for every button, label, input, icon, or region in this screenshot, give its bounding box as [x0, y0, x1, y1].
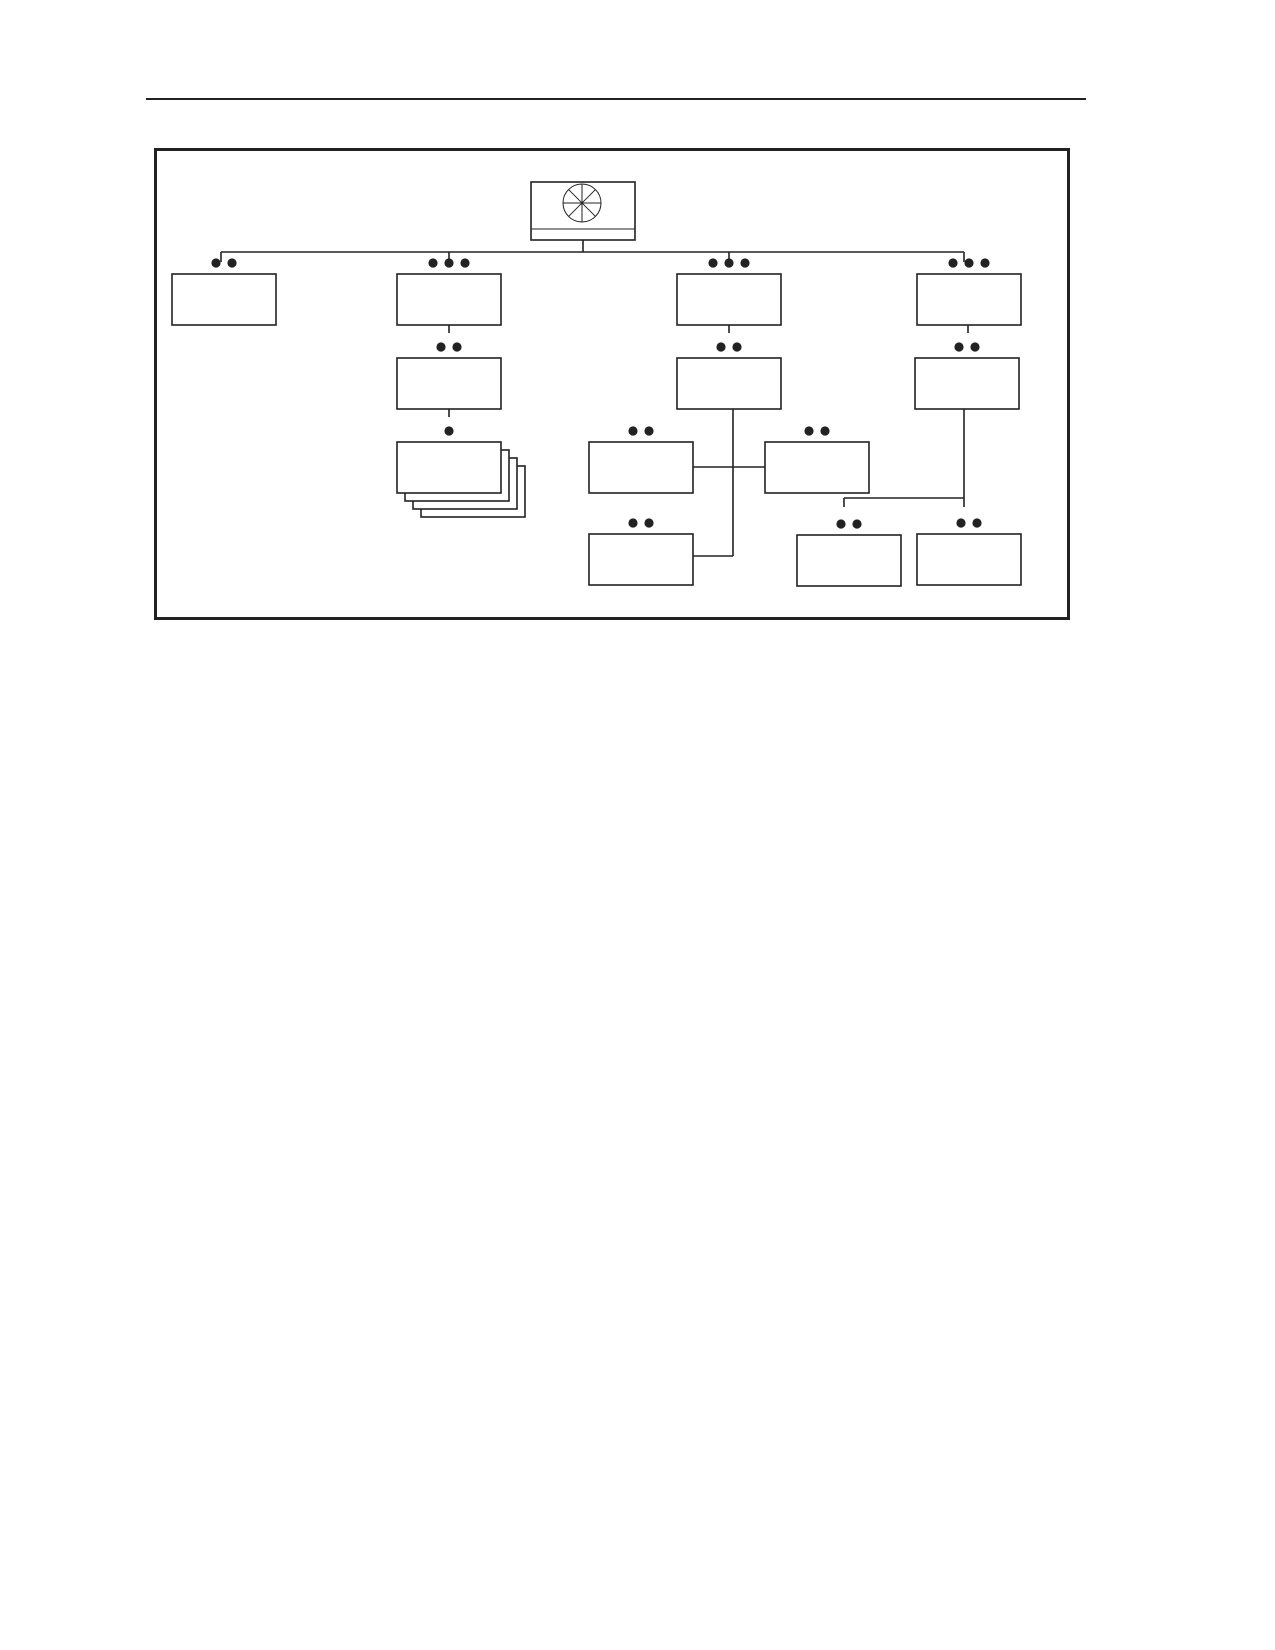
rank-dot [436, 342, 446, 352]
rank-dot [628, 518, 638, 528]
rank-dot [452, 342, 462, 352]
node-box-b [396, 273, 502, 326]
rank-dot [628, 426, 638, 436]
node-box-d2 [796, 534, 902, 587]
node-box-c [676, 273, 782, 326]
node-box-c4 [588, 533, 694, 586]
rank-dot [732, 342, 742, 352]
node-box-b1 [396, 357, 502, 410]
node-boxes [171, 181, 1022, 587]
rank-dot [970, 342, 980, 352]
rank-dot [820, 426, 830, 436]
node-box-b2 [396, 441, 502, 494]
diagram-frame [154, 148, 1070, 620]
node-box-d1 [914, 357, 1020, 410]
node-box-c1 [676, 357, 782, 410]
rank-dot [740, 258, 750, 268]
rank-dot [804, 426, 814, 436]
rank-dot [644, 518, 654, 528]
globe-icon [562, 183, 602, 223]
rank-dot [964, 258, 974, 268]
rank-dot [444, 258, 454, 268]
rank-dot [980, 258, 990, 268]
rank-dot [211, 258, 221, 268]
globe-icon-spoke [568, 189, 596, 217]
rank-dot [428, 258, 438, 268]
rank-dot [716, 342, 726, 352]
root-node-box [530, 181, 636, 241]
rank-dots [211, 258, 990, 529]
node-box-a [171, 273, 277, 326]
rank-dot [444, 426, 454, 436]
rank-dot [956, 518, 966, 528]
rank-dot [836, 519, 846, 529]
node-box-c3 [764, 441, 870, 494]
rank-dot [948, 258, 958, 268]
rank-dot [708, 258, 718, 268]
rank-dot [227, 258, 237, 268]
page-header-rule [146, 98, 1086, 100]
rank-dot [644, 426, 654, 436]
rank-dot [972, 518, 982, 528]
node-box-c2 [588, 441, 694, 494]
connector-lines [220, 240, 969, 557]
node-box-d [916, 273, 1022, 326]
rank-dot [460, 258, 470, 268]
org-chart-diagram [171, 181, 1022, 587]
rank-dot [852, 519, 862, 529]
node-box-d3 [916, 533, 1022, 586]
rank-dot [954, 342, 964, 352]
rank-dot [724, 258, 734, 268]
